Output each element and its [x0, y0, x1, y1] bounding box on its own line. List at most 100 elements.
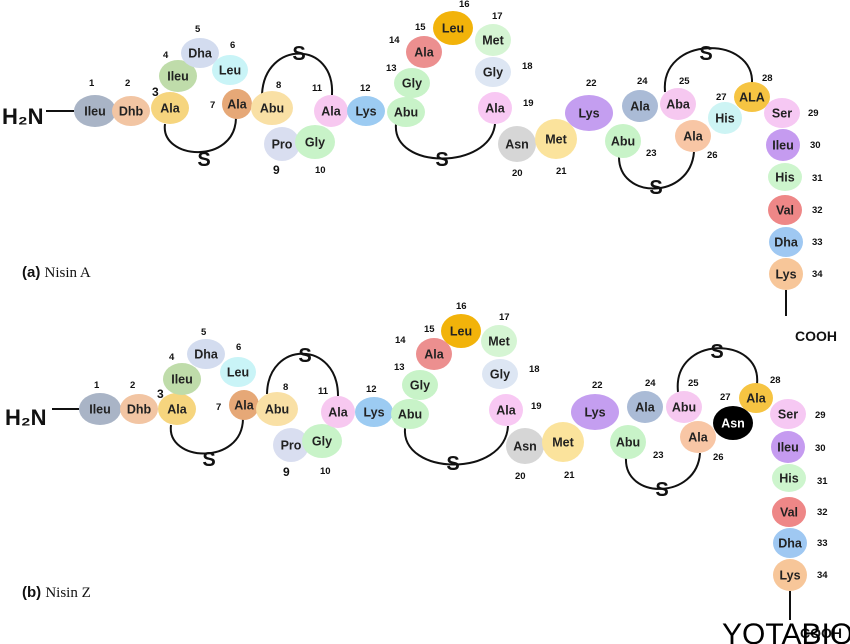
- n-terminus-label: H₂N: [5, 405, 47, 430]
- sulfur-label: S: [710, 341, 723, 363]
- residue-23: [605, 124, 641, 158]
- residue-number: 15: [415, 22, 426, 33]
- residue-number: 12: [366, 384, 377, 395]
- residue-label: Gly: [402, 77, 422, 91]
- residue-3: [151, 92, 189, 124]
- residue-number: 22: [592, 380, 603, 391]
- residue-15: [406, 36, 442, 68]
- residue-label: Ala: [746, 392, 767, 406]
- residue-label: Lys: [775, 268, 796, 282]
- lanthionine-bridge: [266, 352, 339, 397]
- residue-label: Dha: [194, 348, 219, 362]
- residue-29: [770, 399, 806, 429]
- sulfur-label: S: [292, 43, 305, 65]
- residue-number: 26: [713, 452, 724, 463]
- sulfur-label: S: [699, 43, 712, 65]
- residue-number: 19: [523, 98, 534, 109]
- lanthionine-bridge: [676, 347, 759, 393]
- residue-number: 28: [770, 375, 781, 386]
- residue-label: Ileu: [84, 105, 106, 119]
- residue-label: Abu: [394, 106, 418, 120]
- panel-caption: (b) Nisin Z: [22, 584, 91, 601]
- residue-label: Gly: [483, 66, 503, 80]
- sulfur-label: S: [435, 149, 448, 171]
- residue-number: 34: [817, 570, 828, 581]
- residue-label: Dhb: [127, 403, 152, 417]
- residue-label: Leu: [219, 64, 241, 78]
- residue-number: 2: [130, 380, 135, 391]
- residue-label: Abu: [265, 403, 289, 417]
- residue-number: 33: [817, 538, 828, 549]
- residue-number: 33: [812, 237, 823, 248]
- residue-number: 14: [389, 35, 400, 46]
- residue-number: 3: [157, 387, 164, 401]
- sulfur-label: S: [298, 345, 311, 367]
- residue-number: 20: [512, 168, 523, 179]
- residue-number: 16: [456, 301, 467, 312]
- residue-label: Val: [776, 204, 794, 218]
- residue-label: Leu: [442, 22, 464, 36]
- residue-label: Asn: [505, 138, 529, 152]
- residue-number: 27: [716, 92, 727, 103]
- residue-13: [387, 97, 425, 127]
- residue-label: Abu: [260, 102, 284, 116]
- residue-4: [163, 363, 201, 395]
- residue-label: Pro: [281, 439, 302, 453]
- residue-label: Ala: [496, 404, 517, 418]
- residue-26: [680, 421, 716, 453]
- n-terminus-label: H₂N: [2, 104, 44, 129]
- residue-label: Ala: [683, 130, 704, 144]
- residue-number: 27: [720, 392, 731, 403]
- residue-22: [565, 95, 613, 131]
- residue-number: 4: [169, 352, 175, 363]
- residue-label: Ileu: [777, 441, 799, 455]
- residue-label: Ileu: [89, 403, 111, 417]
- lanthionine-bridge: [663, 47, 754, 93]
- residue-number: 31: [817, 476, 828, 487]
- watermark: YOTABIO: [722, 618, 850, 644]
- sulfur-label: S: [655, 479, 668, 501]
- residue-number: 15: [424, 324, 435, 335]
- residue-21: [535, 119, 577, 159]
- residue-8: [251, 91, 293, 125]
- residue-label: Ser: [778, 408, 798, 422]
- residue-7: [229, 390, 259, 420]
- residue-6: [220, 357, 256, 387]
- residue-number: 17: [492, 11, 503, 22]
- residue-label: Gly: [410, 379, 430, 393]
- residue-number: 25: [688, 378, 699, 389]
- residue-number: 17: [499, 312, 510, 323]
- residue-20: [506, 428, 544, 464]
- residue-28: [734, 82, 770, 112]
- residue-label: Asn: [513, 440, 537, 454]
- residue-number: 23: [646, 148, 657, 159]
- sulfur-label: S: [649, 177, 662, 199]
- residue-2: [112, 96, 150, 126]
- residue-number: 19: [531, 401, 542, 412]
- c-terminus-label: COOH: [800, 625, 842, 641]
- residue-label: Ileu: [171, 373, 193, 387]
- residue-16: [441, 314, 481, 348]
- residue-label: His: [715, 112, 735, 126]
- residue-8: [256, 392, 298, 426]
- residue-32: [772, 497, 806, 527]
- residue-number: 9: [273, 163, 280, 177]
- sulfur-label: S: [202, 449, 215, 471]
- residue-label: Ala: [424, 348, 445, 362]
- residue-33: [773, 528, 807, 558]
- residue-number: 3: [152, 85, 159, 99]
- residue-label: Lys: [779, 569, 800, 583]
- residue-label: Ileu: [772, 139, 794, 153]
- residue-label: Ala: [635, 401, 656, 415]
- residue-label: Dha: [188, 47, 213, 61]
- residue-number: 6: [230, 40, 235, 51]
- residue-number: 10: [320, 466, 331, 477]
- residue-label: ALA: [739, 91, 765, 105]
- residue-label: Ala: [227, 98, 248, 112]
- residue-24: [627, 391, 663, 423]
- residue-label: Ala: [321, 105, 342, 119]
- residue-label: Abu: [398, 408, 422, 422]
- residue-34: [769, 258, 803, 290]
